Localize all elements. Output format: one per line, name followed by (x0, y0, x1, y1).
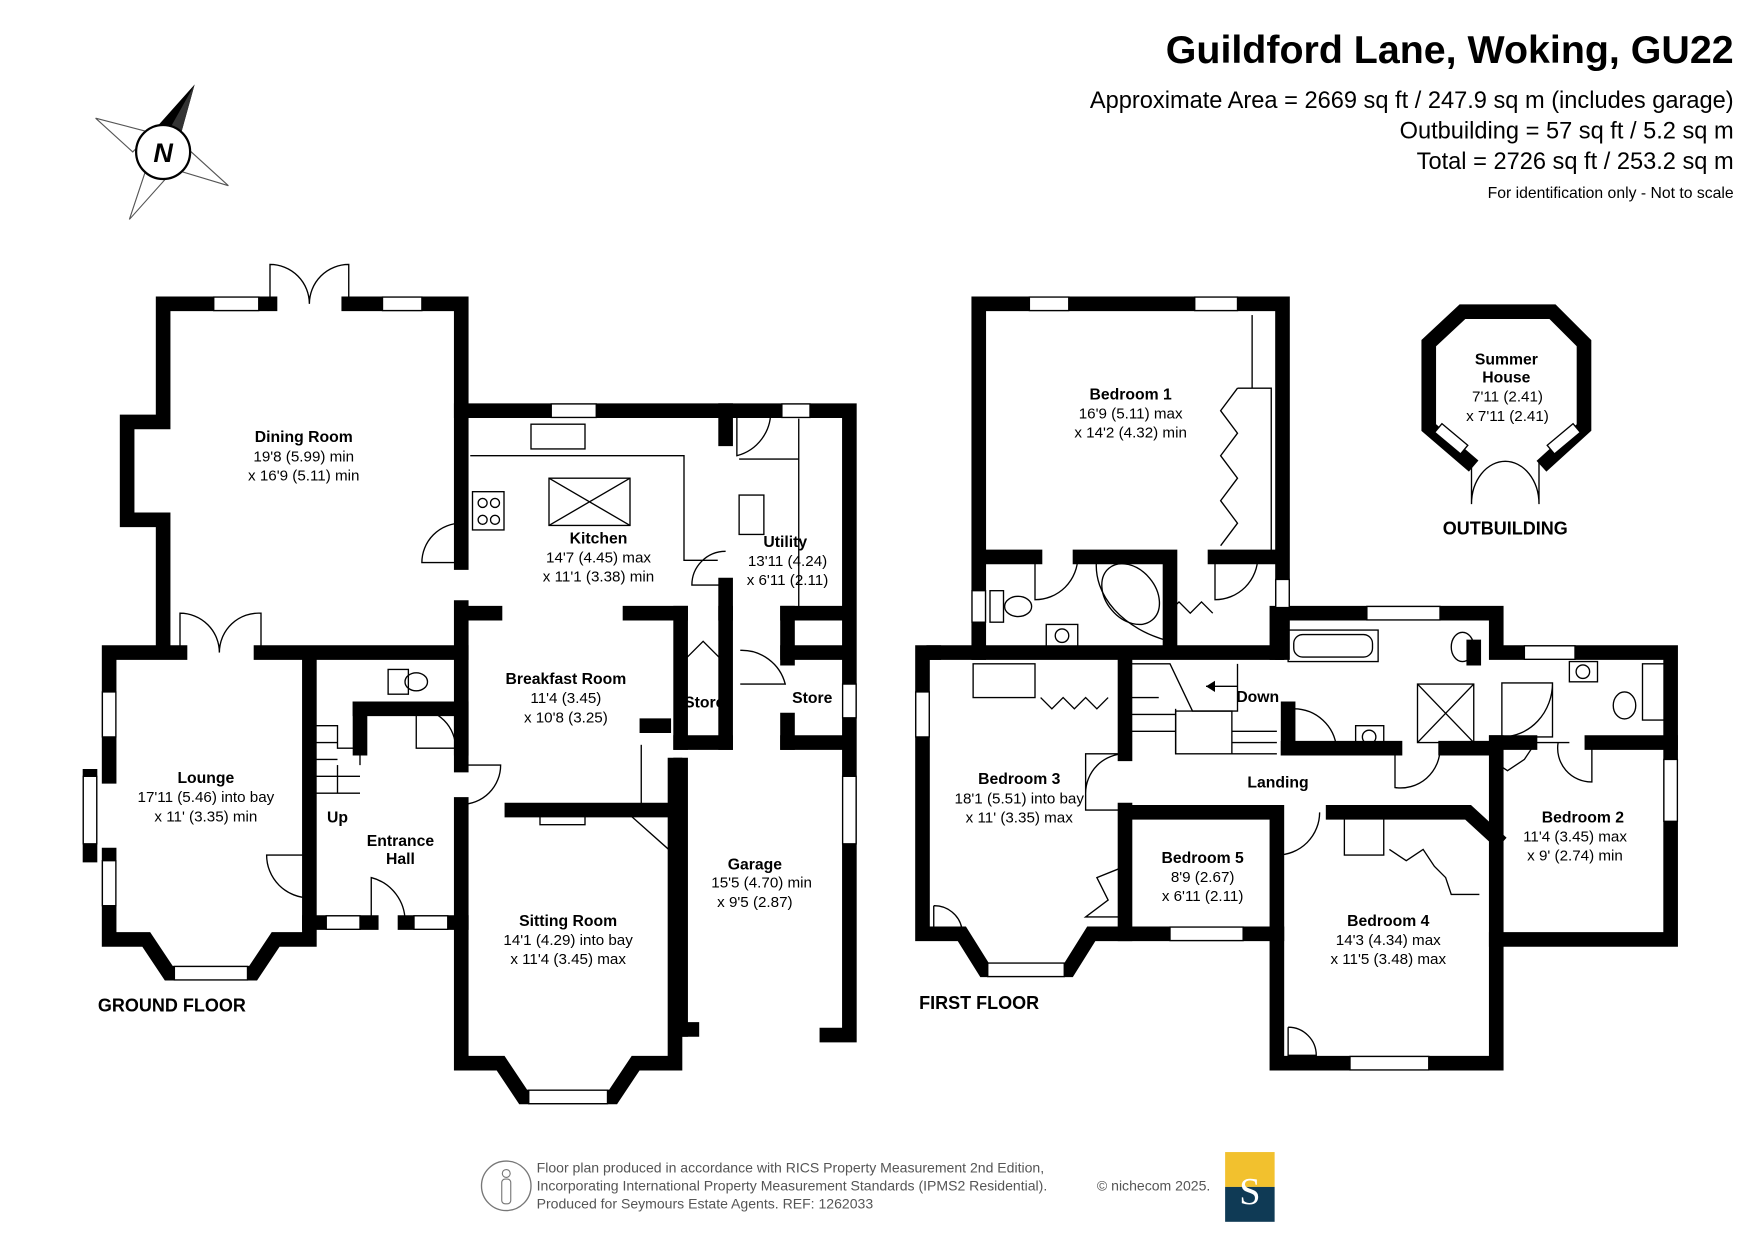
room-name: Bedroom 5 (1161, 850, 1244, 867)
room-name: Bedroom 4 (1347, 913, 1430, 930)
ground-floor-windows (82, 296, 857, 1105)
disclaimer: For identification only - Not to scale (1488, 185, 1734, 202)
room-name: Dining Room (255, 429, 353, 446)
room-dim: x 11' (3.35) min (154, 808, 257, 825)
room-bedroom-5: Bedroom 5 8'9 (2.67) x 6'11 (2.11) (1161, 850, 1244, 905)
stairs-down-label: Down (1236, 689, 1279, 706)
summer-house-walls (1421, 304, 1592, 505)
ground-floor-doors (179, 263, 787, 923)
room-dim: x 11' (3.35) max (966, 809, 1074, 826)
room-kitchen: Kitchen 14'7 (4.45) max x 11'1 (3.38) mi… (543, 530, 654, 585)
room-name: Hall (386, 851, 415, 868)
room-dim: x 11'4 (3.45) max (510, 951, 626, 968)
staircase-first (1129, 663, 1277, 755)
first-floor-windows (915, 296, 1679, 1071)
room-dim: 11'4 (3.45) max (1523, 829, 1627, 846)
room-dim: 11'4 (3.45) (530, 690, 601, 707)
outbuilding-area: Outbuilding = 57 sq ft / 5.2 sq m (1400, 118, 1734, 144)
room-breakfast: Breakfast Room 11'4 (3.45) x 10'8 (3.25) (505, 671, 626, 726)
room-dim: 14'7 (4.45) max (546, 550, 651, 567)
room-garage: Garage 15'5 (4.70) min x 9'5 (2.87) (711, 857, 812, 911)
outbuilding-label: OUTBUILDING (1443, 518, 1568, 538)
room-dim: x 10'8 (3.25) (524, 709, 608, 726)
footer-line-2: Incorporating International Property Mea… (537, 1177, 1048, 1193)
footer-line-1: Floor plan produced in accordance with R… (537, 1159, 1045, 1175)
room-dim: x 11'5 (3.48) max (1330, 951, 1446, 968)
compass-label: N (153, 138, 173, 168)
rics-person-icon (480, 1160, 532, 1212)
room-dim: 13'11 (4.24) (748, 553, 827, 570)
room-dim: x 16'9 (5.11) min (248, 467, 359, 484)
room-bedroom-2: Bedroom 2 11'4 (3.45) max x 9' (2.74) mi… (1523, 809, 1627, 864)
room-name: Entrance (367, 833, 435, 850)
logo-letter: S (1239, 1171, 1260, 1213)
room-landing: Landing (1247, 775, 1308, 792)
room-dim: 18'1 (5.51) into bay (955, 790, 1085, 807)
room-dim: x 9'5 (2.87) (717, 894, 792, 911)
ground-floor-label: GROUND FLOOR (98, 995, 246, 1015)
room-lounge: Lounge 17'11 (5.46) into bay x 11' (3.35… (138, 770, 275, 825)
room-entrance-hall: Entrance Hall (367, 833, 435, 868)
room-name: Bedroom 2 (1542, 809, 1625, 826)
approximate-area: Approximate Area = 2669 sq ft / 247.9 sq… (1090, 88, 1734, 114)
room-utility: Utility 13'11 (4.24) x 6'11 (2.11) (747, 534, 829, 589)
room-dim: 14'3 (4.34) max (1336, 932, 1441, 949)
room-store-1: Store (684, 695, 725, 712)
room-name: Utility (763, 534, 807, 551)
room-dim: 7'11 (2.41) (1472, 389, 1543, 406)
first-floor-doors (1034, 315, 1593, 918)
staircase-ground (315, 725, 361, 794)
compass-north-icon: N (95, 84, 229, 220)
room-dim: x 14'2 (4.32) min (1074, 425, 1187, 442)
room-bedroom-4: Bedroom 4 14'3 (4.34) max x 11'5 (3.48) … (1330, 913, 1446, 968)
room-dim: 8'9 (2.67) (1171, 869, 1235, 886)
room-bedroom-3: Bedroom 3 18'1 (5.51) into bay x 11' (3.… (955, 771, 1085, 826)
room-name: Summer (1475, 352, 1538, 369)
first-floor-walls (915, 296, 1678, 1071)
room-name: Lounge (177, 770, 234, 787)
room-dim: x 9' (2.74) min (1527, 848, 1623, 865)
footer-line-3: Produced for Seymours Estate Agents. REF… (537, 1195, 874, 1211)
room-dim: x 6'11 (2.11) (747, 572, 829, 589)
total-area: Total = 2726 sq ft / 253.2 sq m (1417, 149, 1734, 175)
room-name: Garage (728, 857, 783, 874)
room-name: Kitchen (570, 530, 628, 547)
room-dim: 15'5 (4.70) min (711, 875, 812, 892)
room-dim: x 7'11 (2.41) (1466, 408, 1549, 425)
property-title: Guildford Lane, Woking, GU22 (1166, 28, 1734, 72)
room-name: House (1482, 370, 1530, 387)
stairs-up-label: Up (327, 809, 348, 826)
room-name: Breakfast Room (505, 671, 626, 688)
room-dim: x 6'11 (2.11) (1162, 888, 1244, 905)
room-dining: Dining Room 19'8 (5.99) min x 16'9 (5.11… (248, 429, 359, 484)
first-floor-fixtures (933, 556, 1666, 1056)
room-dim: 17'11 (5.46) into bay (138, 789, 275, 806)
room-name: Sitting Room (519, 913, 617, 930)
footer-copyright: © nichecom 2025. (1097, 1177, 1210, 1193)
room-dim: 19'8 (5.99) min (253, 448, 354, 465)
room-summer-house: Summer House 7'11 (2.41) x 7'11 (2.41) (1466, 352, 1549, 425)
room-bedroom-1: Bedroom 1 16'9 (5.11) max x 14'2 (4.32) … (1074, 386, 1187, 441)
room-name: Bedroom 3 (978, 771, 1061, 788)
room-dim: x 11'1 (3.38) min (543, 569, 654, 586)
seymours-logo: S (1225, 1152, 1275, 1222)
first-floor-label: FIRST FLOOR (919, 993, 1039, 1013)
room-sitting: Sitting Room 14'1 (4.29) into bay x 11'4… (503, 913, 633, 968)
room-dim: 14'1 (4.29) into bay (503, 932, 633, 949)
room-dim: 16'9 (5.11) max (1079, 406, 1183, 423)
room-name: Bedroom 1 (1089, 386, 1172, 403)
ground-floor-fixtures (315, 423, 765, 826)
room-store-2: Store (792, 690, 833, 707)
